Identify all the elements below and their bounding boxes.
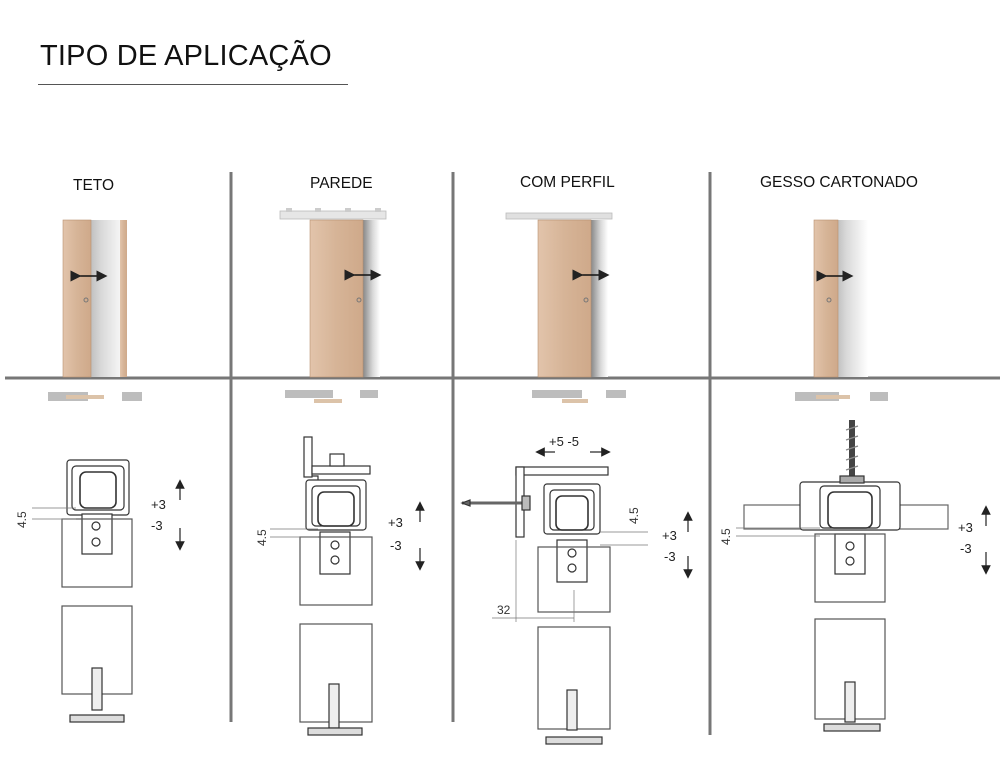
door-gesso-cartonado: [813, 219, 868, 378]
adj-minus-parede: -3: [390, 538, 402, 553]
adj-plus-com-perfil: +3: [662, 528, 677, 543]
page-title: TIPO DE APLICAÇÃO: [40, 40, 332, 72]
adj-plus-teto: +3: [151, 497, 166, 512]
adj-minus-gesso-cartonado: -3: [960, 541, 972, 556]
dim-gap-com-perfil: 4.5: [627, 507, 641, 524]
adj-plus-parede: +3: [388, 515, 403, 530]
section-gesso-cartonado: [736, 420, 949, 732]
door-teto: [62, 219, 127, 378]
dim-gap-teto: 4.5: [15, 511, 29, 528]
dim-offset-com-perfil: 32: [497, 603, 511, 617]
section-com-perfil: [460, 466, 648, 745]
adj-minus-teto: -3: [151, 518, 163, 533]
adj-lateral-com-perfil: +5 -5: [549, 434, 579, 449]
label-com-perfil: COM PERFIL: [520, 174, 615, 191]
adj-minus-com-perfil: -3: [664, 549, 676, 564]
door-com-perfil: [505, 212, 613, 378]
column-dividers: [229, 172, 712, 735]
label-parede: PAREDE: [310, 175, 373, 192]
plan-com-perfil: [532, 390, 626, 403]
adj-plus-gesso-cartonado: +3: [958, 520, 973, 535]
plan-gesso-cartonado: [795, 392, 888, 401]
dim-gap-gesso-cartonado: 4.5: [719, 528, 733, 545]
plan-parede: [285, 390, 378, 403]
plan-teto: [48, 392, 142, 401]
title-underline: [38, 84, 348, 85]
section-teto: [32, 459, 133, 723]
section-parede: [270, 436, 373, 736]
label-teto: TETO: [73, 177, 115, 194]
door-parede: [279, 208, 387, 378]
label-gesso-cartonado: GESSO CARTONADO: [760, 174, 918, 191]
dim-gap-parede: 4.5: [255, 529, 269, 546]
